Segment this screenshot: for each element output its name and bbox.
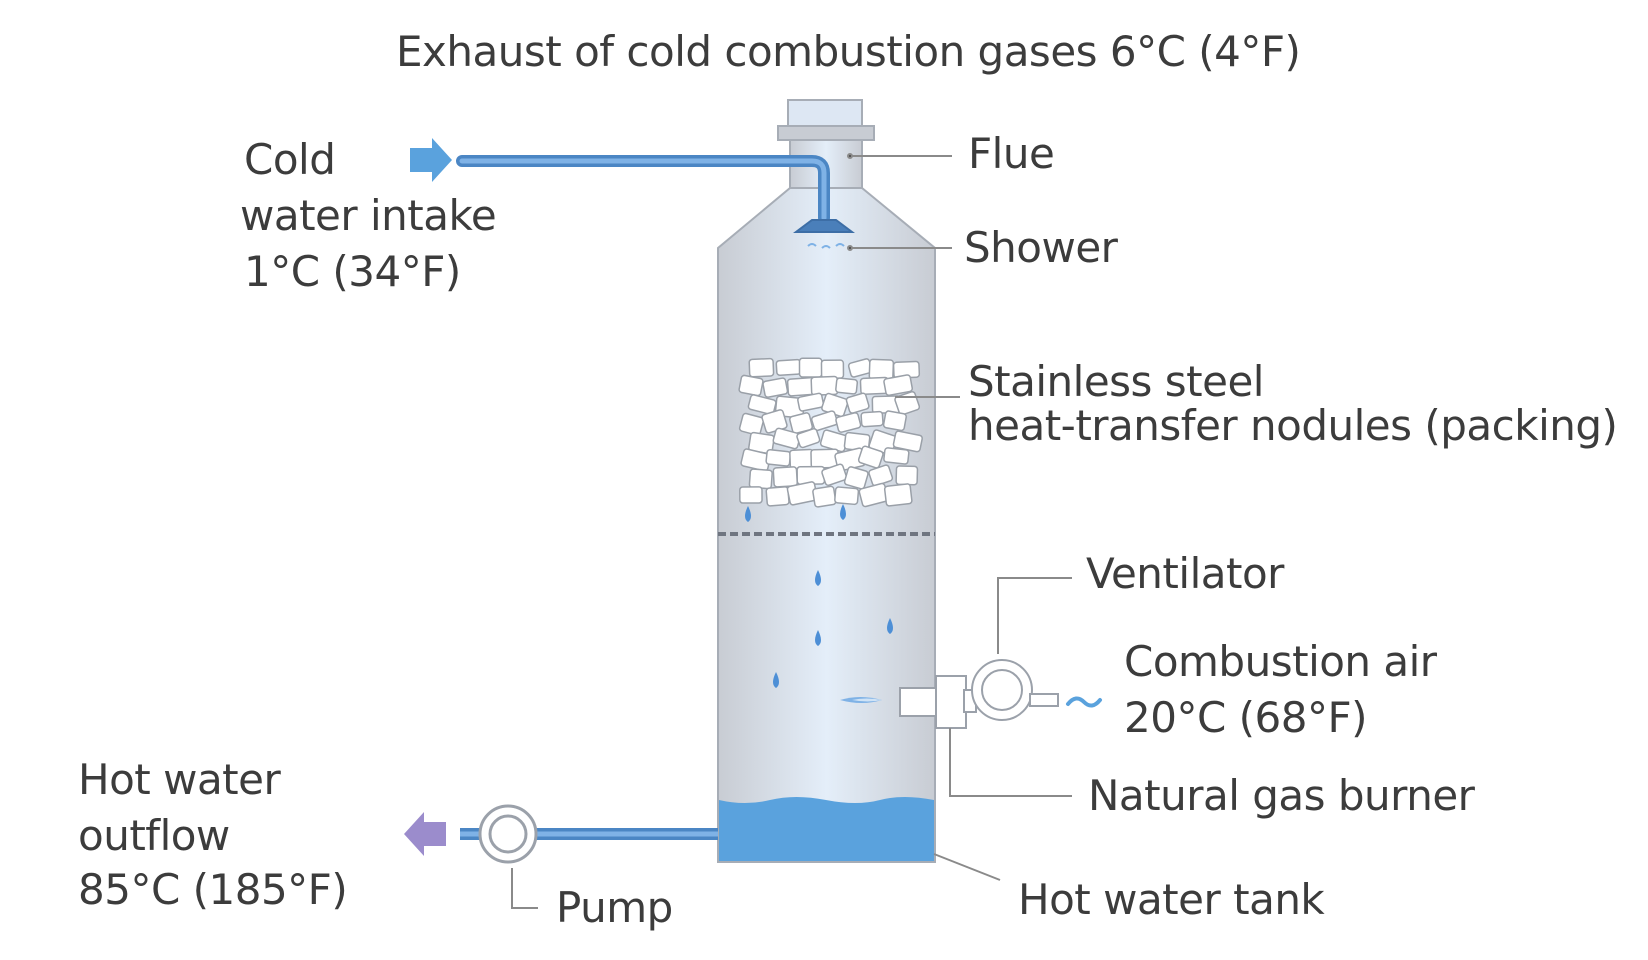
packing-nodule [798,357,823,378]
packing-nodule [789,412,814,435]
packing-nodule [810,375,839,396]
water-drop [773,672,779,688]
hot-outflow-label-line3: 85°C (185°F) [78,865,348,914]
water-drop [887,618,893,634]
packing-nodule [857,445,884,469]
packing-nodule [895,465,919,486]
packing-nodule [775,358,802,376]
arrow-left-icon [404,812,446,856]
packing-nodule [810,448,840,469]
packing-nodule [883,447,910,465]
ventilator-leader [997,577,1072,654]
flue-label: Flue [968,129,1055,178]
packing-nodule [772,466,798,488]
vessel-body [717,187,936,863]
packing-nodule [747,394,777,416]
tilde-wave-icon [1066,696,1102,708]
packing-nodule [868,358,895,381]
packing-label-line2: heat-transfer nodules (packing) [968,401,1618,450]
cold-intake-label-line3: 1°C (34°F) [244,247,461,296]
pump [478,804,538,864]
packing-nodule [883,374,914,397]
packing-nodule [748,468,773,490]
packing-nodule [797,392,825,412]
water-drop [745,506,751,522]
exhaust-label: Exhaust of cold combustion gases 6°C (4°… [396,27,1301,76]
burner-leader [949,728,1072,797]
burner-flame [840,697,882,703]
packing-nodule [845,392,870,414]
cold-water-pipe [456,155,830,224]
burner-label: Natural gas burner [1088,771,1475,820]
water-drops [745,504,893,688]
combustion-air-label-line1: Combustion air [1124,637,1437,686]
packing-nodule [883,483,913,507]
packing-nodule [748,357,775,378]
hot-outflow-label-line1: Hot water [78,755,281,804]
packing-nodule [765,448,792,467]
shower-label: Shower [964,223,1118,272]
hot-outflow-label-line2: outflow [78,811,230,860]
packing-nodule [843,466,869,490]
leader-lines [511,153,1072,909]
packing-nodule [834,486,860,506]
packing-nodule [882,410,907,432]
cold-intake-label-line1: Cold [244,135,336,184]
arrow-right-icon [410,138,452,182]
shower-head [793,219,855,249]
packing-nodule [821,463,848,487]
packing-nodule [796,427,821,449]
ventilator-label: Ventilator [1086,549,1284,598]
cold-intake-label-line2: water intake [240,191,497,240]
packing-nodule [835,412,862,433]
packing-nodule [789,448,815,470]
packing-nodules [738,357,923,508]
packing-nodule [738,412,765,436]
pump-leader [511,868,538,909]
packing-nodule [835,377,859,395]
hot-water-tank [719,797,934,861]
packing-nodule [765,486,790,507]
packing-nodule [810,410,839,432]
water-drop [815,570,821,586]
packing-nodule [812,485,837,508]
packing-nodule [738,374,764,397]
packing-nodule [860,410,884,428]
combustion-air-label-line2: 20°C (68°F) [1124,693,1368,742]
ventilator [971,659,1059,721]
tank-label: Hot water tank [1018,875,1325,924]
packing-label-line1: Stainless steel [968,357,1264,406]
packing-nodule [762,377,789,398]
water-drop [840,504,846,520]
water-drop [815,630,821,646]
tank-leader [933,853,1001,881]
packing-nodule [739,486,763,504]
packing-nodule [820,359,845,380]
pump-label: Pump [556,883,673,932]
